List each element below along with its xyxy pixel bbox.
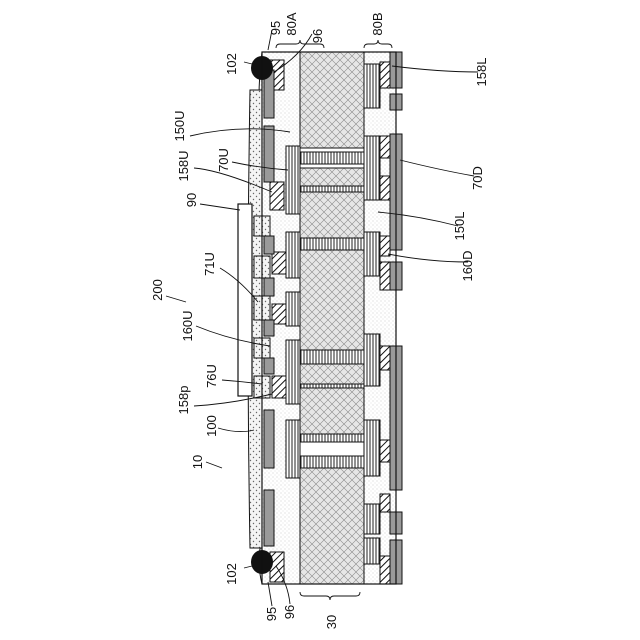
upper-via <box>286 146 300 214</box>
upper-trace <box>264 410 274 468</box>
leader-102-bot <box>244 566 252 568</box>
upper-trace <box>264 490 274 546</box>
upper-trace <box>264 236 274 254</box>
through-via <box>300 434 364 442</box>
label-95-top: 95 <box>268 21 283 35</box>
core-block <box>300 168 364 188</box>
label-70U: 70U <box>216 148 231 172</box>
label-30: 30 <box>324 615 339 629</box>
label-76U: 76U <box>204 364 219 388</box>
label-158L: 158L <box>474 58 489 87</box>
lower-via <box>364 232 380 276</box>
label-100: 100 <box>204 415 219 437</box>
core-block <box>300 388 364 434</box>
label-160U: 160U <box>180 310 195 341</box>
through-via <box>300 456 364 468</box>
upper-contact <box>272 252 286 274</box>
lower-via <box>364 64 380 108</box>
lower-via <box>364 538 380 564</box>
label-80B: 80B <box>370 12 385 35</box>
upper-trace <box>264 320 274 336</box>
lower-contact <box>380 62 390 88</box>
lower-via <box>364 334 380 386</box>
leader-102-top <box>244 62 252 64</box>
label-96-top: 96 <box>310 29 325 43</box>
label-160D: 160D <box>460 250 475 281</box>
label-70D: 70D <box>470 166 485 190</box>
through-via <box>300 152 364 164</box>
leader-90 <box>200 204 240 210</box>
core-block <box>300 192 364 238</box>
core-block <box>300 52 364 148</box>
upper-trace <box>264 278 274 296</box>
lower-contact <box>380 176 390 200</box>
leader-70D <box>400 160 474 176</box>
label-158p: 158p <box>176 386 191 415</box>
leader-10 <box>206 462 222 468</box>
label-71U: 71U <box>202 252 217 276</box>
upper-via <box>286 420 300 478</box>
leader-160D <box>388 254 468 262</box>
lower-via <box>364 136 380 200</box>
lower-contact <box>380 556 390 584</box>
lower-contact <box>380 440 390 462</box>
upper-trace <box>264 358 274 374</box>
lower-via <box>364 420 380 476</box>
die-90 <box>238 204 252 396</box>
label-96-bot: 96 <box>282 605 297 619</box>
upper-via <box>286 340 300 404</box>
lower-contact <box>380 236 390 256</box>
leader-158L <box>392 66 478 72</box>
core-block <box>300 250 364 350</box>
bracket-30 <box>300 592 360 600</box>
through-via <box>300 350 364 364</box>
upper-via <box>286 292 300 326</box>
leader-95-bot <box>268 582 272 606</box>
core-blocks <box>300 52 364 584</box>
lower-contact <box>380 136 390 158</box>
upper-trace <box>264 126 274 182</box>
lower-contact <box>380 494 390 512</box>
label-10: 10 <box>190 455 205 469</box>
label-95-bot: 95 <box>264 607 279 621</box>
label-80A: 80A <box>284 12 299 35</box>
core-block <box>300 364 364 384</box>
upper-contact <box>272 376 286 398</box>
lower-contact <box>380 346 390 370</box>
through-via <box>300 186 364 192</box>
core-block <box>300 468 364 584</box>
label-90: 90 <box>184 193 199 207</box>
through-via <box>300 384 364 388</box>
lower-contact <box>380 262 390 290</box>
label-150U: 150U <box>172 110 187 141</box>
upper-contact <box>270 182 284 210</box>
through-via <box>300 238 364 250</box>
label-200: 200 <box>150 279 165 301</box>
bracket-80B <box>364 40 392 48</box>
lower-via <box>364 504 380 534</box>
upper-via <box>286 232 300 278</box>
label-150L: 150L <box>452 212 467 241</box>
label-158U: 158U <box>176 150 191 181</box>
upper-vias-70U <box>286 146 300 478</box>
label-102-bot: 102 <box>224 563 239 585</box>
leader-200 <box>166 296 186 302</box>
label-102-top: 102 <box>224 53 239 75</box>
